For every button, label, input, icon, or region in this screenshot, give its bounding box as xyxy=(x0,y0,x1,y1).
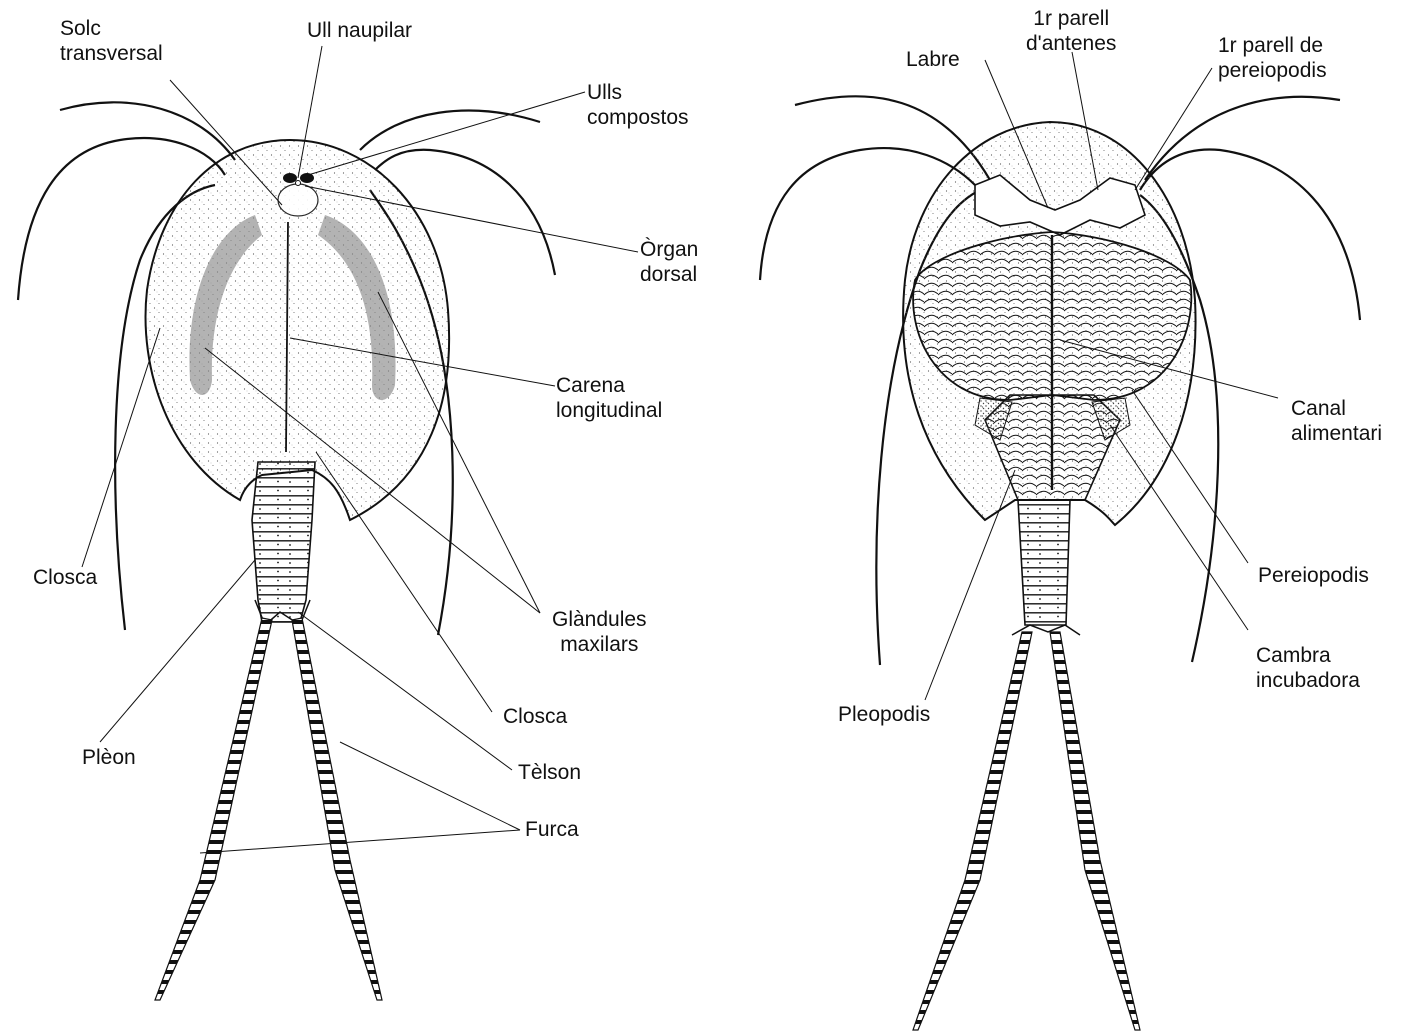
label-pereiopodis: Pereiopodis xyxy=(1258,563,1369,588)
label-solc-transversal: Solc transversal xyxy=(60,16,163,66)
compound-eye-right xyxy=(300,173,314,183)
label-cambra-incubadora: Cambra incubadora xyxy=(1256,643,1360,693)
compound-eye-left xyxy=(283,173,297,183)
label-1r-parell-pereiopodis: 1r parell de pereiopodis xyxy=(1218,33,1327,83)
label-carena-longitudinal: Carena longitudinal xyxy=(556,373,662,423)
label-canal-alimentari: Canal alimentari xyxy=(1291,396,1382,446)
label-closca-left: Closca xyxy=(33,565,97,590)
furca-left xyxy=(155,618,272,1000)
furca-right xyxy=(292,618,382,1000)
ventral-furca-left xyxy=(913,632,1032,1030)
label-pleon: Plèon xyxy=(82,745,136,770)
label-1r-parell-antenes: 1r parell d'antenes xyxy=(1026,6,1116,56)
ventral-pleon xyxy=(1018,500,1070,625)
label-glandules-maxilars: Glàndules maxilars xyxy=(552,607,647,657)
label-telson: Tèlson xyxy=(518,760,581,785)
label-pleopodis: Pleopodis xyxy=(838,702,930,727)
naupliar-eye xyxy=(296,181,301,186)
dorsal-animal xyxy=(18,102,555,1000)
pleon xyxy=(252,462,315,622)
label-furca: Furca xyxy=(525,817,579,842)
label-closca-bottom: Closca xyxy=(503,704,567,729)
ventral-furca-right xyxy=(1050,632,1140,1030)
label-ulls-compostos: Ulls compostos xyxy=(587,80,689,130)
label-organ-dorsal: Òrgan dorsal xyxy=(640,237,698,287)
label-ull-naupilar: Ull naupilar xyxy=(307,18,412,43)
label-labre: Labre xyxy=(906,47,960,72)
dorsal-organ xyxy=(278,184,318,216)
